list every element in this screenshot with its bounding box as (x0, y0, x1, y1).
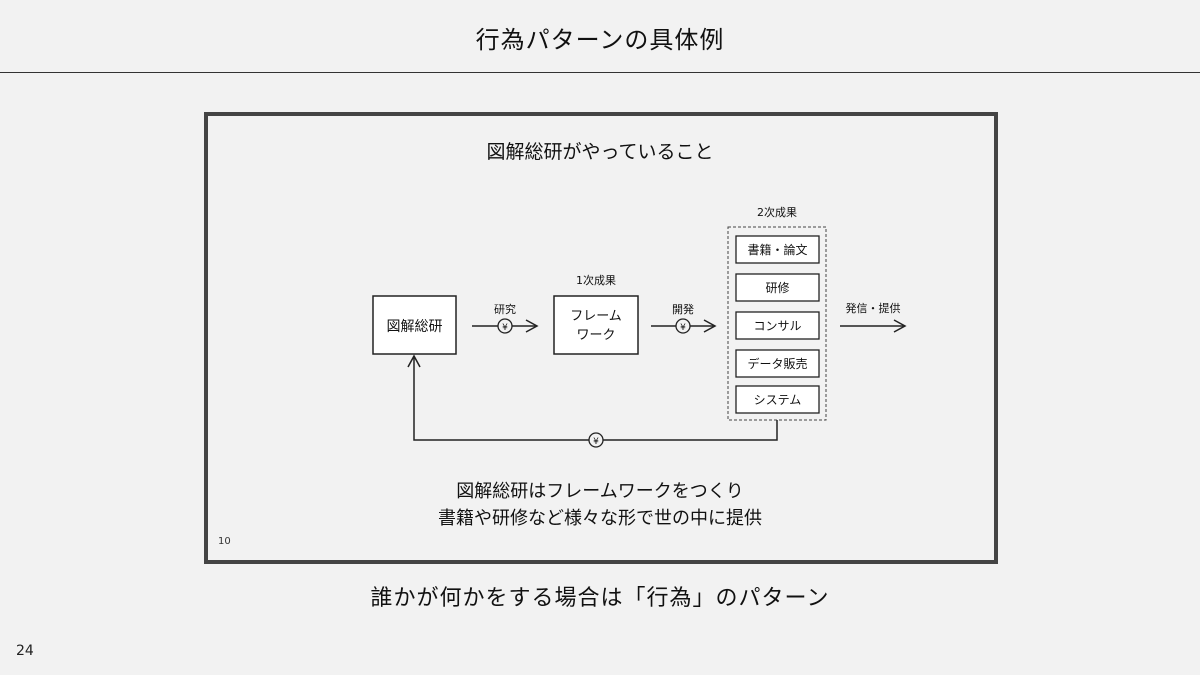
output-box-books (735, 235, 820, 264)
yen-symbol: ¥ (593, 437, 599, 447)
yen-icon (497, 318, 513, 334)
development-label: 開発 (672, 302, 694, 316)
revenue-feedback-arrow (407, 354, 778, 441)
actor-box (372, 295, 457, 355)
title-divider (0, 72, 1200, 73)
framework-label-line1: フレーム (570, 309, 622, 324)
output-label: 書籍・論文 (747, 242, 807, 257)
output-box-training (735, 273, 820, 302)
output-label: データ販売 (747, 356, 807, 371)
research-label: 研究 (494, 302, 516, 316)
figure-heading: 図解総研がやっていること (486, 141, 713, 163)
figure-number: 10 (218, 536, 231, 547)
key-message: 誰かが何かをする場合は「行為」のパターン (370, 586, 830, 611)
output-box-consulting (735, 311, 820, 340)
summary-line-1: 図解総研はフレームワークをつくり (456, 481, 743, 502)
yen-icon (588, 432, 604, 448)
output-label: システム (754, 393, 802, 407)
yen-icon (675, 318, 691, 334)
output-label: コンサル (753, 319, 801, 333)
framework-box (553, 295, 639, 355)
second-output-label: 2次成果 (757, 205, 797, 219)
output-label: 研修 (765, 280, 789, 295)
actor-label: 図解総研 (387, 319, 443, 335)
slide-title: 行為パターンの具体例 (475, 26, 725, 54)
output-box-system (735, 385, 820, 414)
yen-symbol: ¥ (680, 323, 686, 333)
yen-symbol: ¥ (502, 323, 508, 333)
page-number: 24 (16, 643, 34, 659)
first-output-label: 1次成果 (576, 273, 616, 287)
framework-label-line2: ワーク (576, 328, 615, 343)
summary-line-2: 書籍や研修など様々な形で世の中に提供 (438, 508, 762, 529)
output-box-data-sales (735, 349, 820, 378)
delivery-label: 発信・提供 (846, 301, 901, 315)
